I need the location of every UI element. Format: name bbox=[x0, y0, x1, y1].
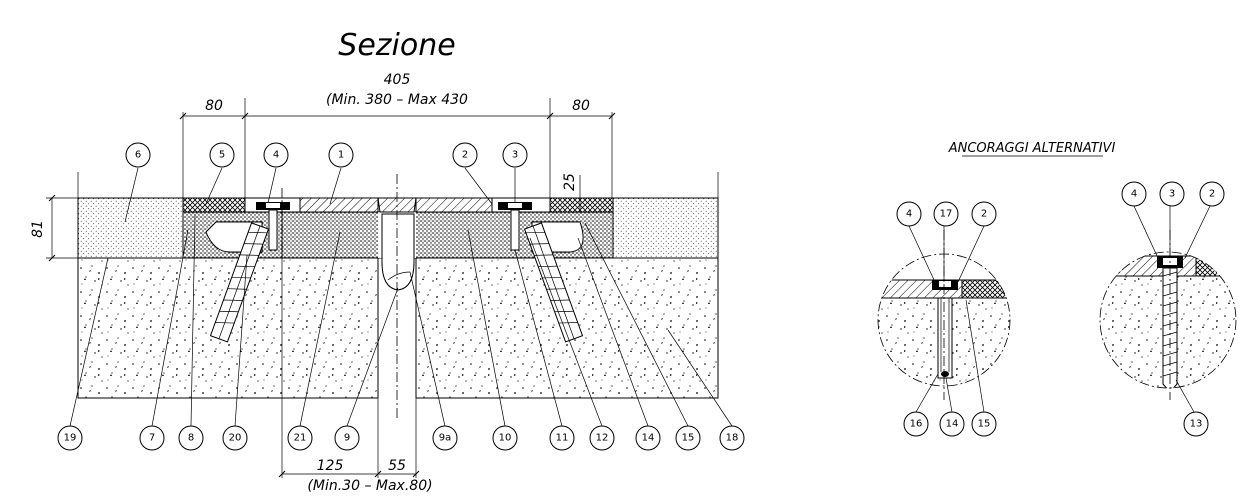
svg-text:2: 2 bbox=[1209, 189, 1215, 200]
svg-text:4: 4 bbox=[906, 209, 912, 220]
svg-text:7: 7 bbox=[149, 433, 155, 444]
pavement-right bbox=[612, 197, 719, 259]
drawing-title: Sezione bbox=[338, 28, 455, 63]
callout-20: 20 bbox=[222, 425, 248, 451]
callout-14: 14 bbox=[635, 425, 661, 451]
d1-callout-4: 4 bbox=[896, 201, 922, 227]
edge-strip-right bbox=[549, 197, 614, 213]
callout-11: 11 bbox=[549, 425, 575, 451]
dim-total-range: (Min. 380 – Max 430 bbox=[326, 92, 468, 108]
svg-text:5: 5 bbox=[219, 150, 225, 161]
d1-callout-16: 16 bbox=[903, 411, 929, 437]
svg-text:4: 4 bbox=[273, 150, 279, 161]
seal-profile bbox=[381, 213, 415, 291]
svg-text:14: 14 bbox=[946, 419, 959, 430]
alt-anchors-title: ANCORAGGI ALTERNATIVI bbox=[948, 141, 1116, 156]
callout-8: 8 bbox=[178, 425, 204, 451]
leaders-top bbox=[124, 167, 516, 223]
callout-15: 15 bbox=[675, 425, 701, 451]
d1-callout-2: 2 bbox=[971, 201, 997, 227]
callout-18: 18 bbox=[719, 425, 745, 451]
svg-text:9a: 9a bbox=[439, 433, 452, 444]
svg-text:13: 13 bbox=[1190, 419, 1203, 430]
dimensions: 405 (Min. 380 – Max 430 80 80 81 25 125 … bbox=[30, 72, 616, 494]
callout-9a: 9a bbox=[432, 425, 458, 451]
svg-text:1: 1 bbox=[338, 150, 344, 161]
svg-text:9: 9 bbox=[344, 433, 350, 444]
edge-strip-left bbox=[182, 197, 246, 213]
dim-left-edge: 80 bbox=[205, 98, 223, 114]
callout-1: 1 bbox=[328, 142, 354, 168]
svg-text:3: 3 bbox=[512, 150, 518, 161]
svg-text:8: 8 bbox=[188, 433, 194, 444]
pavement-left bbox=[77, 197, 184, 259]
callout-10: 10 bbox=[492, 425, 518, 451]
main-bottom-callouts: 19 7 8 20 21 9 9a 10 11 12 14 15 18 bbox=[57, 425, 745, 451]
svg-text:21: 21 bbox=[294, 433, 307, 444]
callout-7: 7 bbox=[139, 425, 165, 451]
anchor-left bbox=[205, 202, 290, 343]
callout-12: 12 bbox=[589, 425, 615, 451]
detail-anchor-1: 4 17 2 16 14 15 bbox=[877, 201, 1011, 437]
svg-text:16: 16 bbox=[910, 419, 923, 430]
dim-gap: 55 bbox=[388, 458, 406, 474]
d2-callout-4: 4 bbox=[1121, 181, 1147, 207]
callout-21: 21 bbox=[287, 425, 313, 451]
callout-3: 3 bbox=[502, 142, 528, 168]
callout-4: 4 bbox=[263, 142, 289, 168]
svg-text:14: 14 bbox=[642, 433, 655, 444]
dim-offset: 125 bbox=[317, 458, 344, 474]
svg-text:15: 15 bbox=[682, 433, 695, 444]
callout-6: 6 bbox=[125, 142, 151, 168]
svg-text:4: 4 bbox=[1131, 189, 1137, 200]
dim-top-thickness: 25 bbox=[562, 173, 578, 191]
svg-text:17: 17 bbox=[940, 209, 953, 220]
svg-text:18: 18 bbox=[726, 433, 739, 444]
dim-height: 81 bbox=[30, 220, 46, 238]
svg-text:6: 6 bbox=[135, 150, 141, 161]
svg-text:10: 10 bbox=[499, 433, 512, 444]
d1-callout-17: 17 bbox=[933, 201, 959, 227]
d2-callout-3: 3 bbox=[1159, 181, 1185, 207]
dim-gap-range: (Min.30 – Max.80) bbox=[307, 478, 432, 494]
svg-text:2: 2 bbox=[462, 150, 468, 161]
svg-text:2: 2 bbox=[981, 209, 987, 220]
callout-5: 5 bbox=[209, 142, 235, 168]
svg-text:20: 20 bbox=[229, 433, 242, 444]
dim-right-edge: 80 bbox=[572, 98, 590, 114]
svg-text:11: 11 bbox=[556, 433, 569, 444]
svg-text:3: 3 bbox=[1169, 189, 1175, 200]
svg-text:12: 12 bbox=[596, 433, 609, 444]
svg-text:19: 19 bbox=[64, 433, 77, 444]
d1-callout-15: 15 bbox=[971, 411, 997, 437]
callout-19: 19 bbox=[57, 425, 83, 451]
d2-callout-13: 13 bbox=[1183, 411, 1209, 437]
detail-anchor-2: 4 3 2 13 bbox=[1099, 181, 1237, 437]
d1-callout-14: 14 bbox=[939, 411, 965, 437]
callout-2: 2 bbox=[452, 142, 478, 168]
dim-total: 405 bbox=[384, 72, 411, 88]
leaders-bottom bbox=[69, 213, 733, 427]
svg-text:15: 15 bbox=[978, 419, 991, 430]
d2-callout-2: 2 bbox=[1199, 181, 1225, 207]
callout-9: 9 bbox=[334, 425, 360, 451]
main-top-callouts: 6 5 4 1 2 3 bbox=[125, 142, 528, 168]
anchor-right bbox=[498, 202, 584, 343]
